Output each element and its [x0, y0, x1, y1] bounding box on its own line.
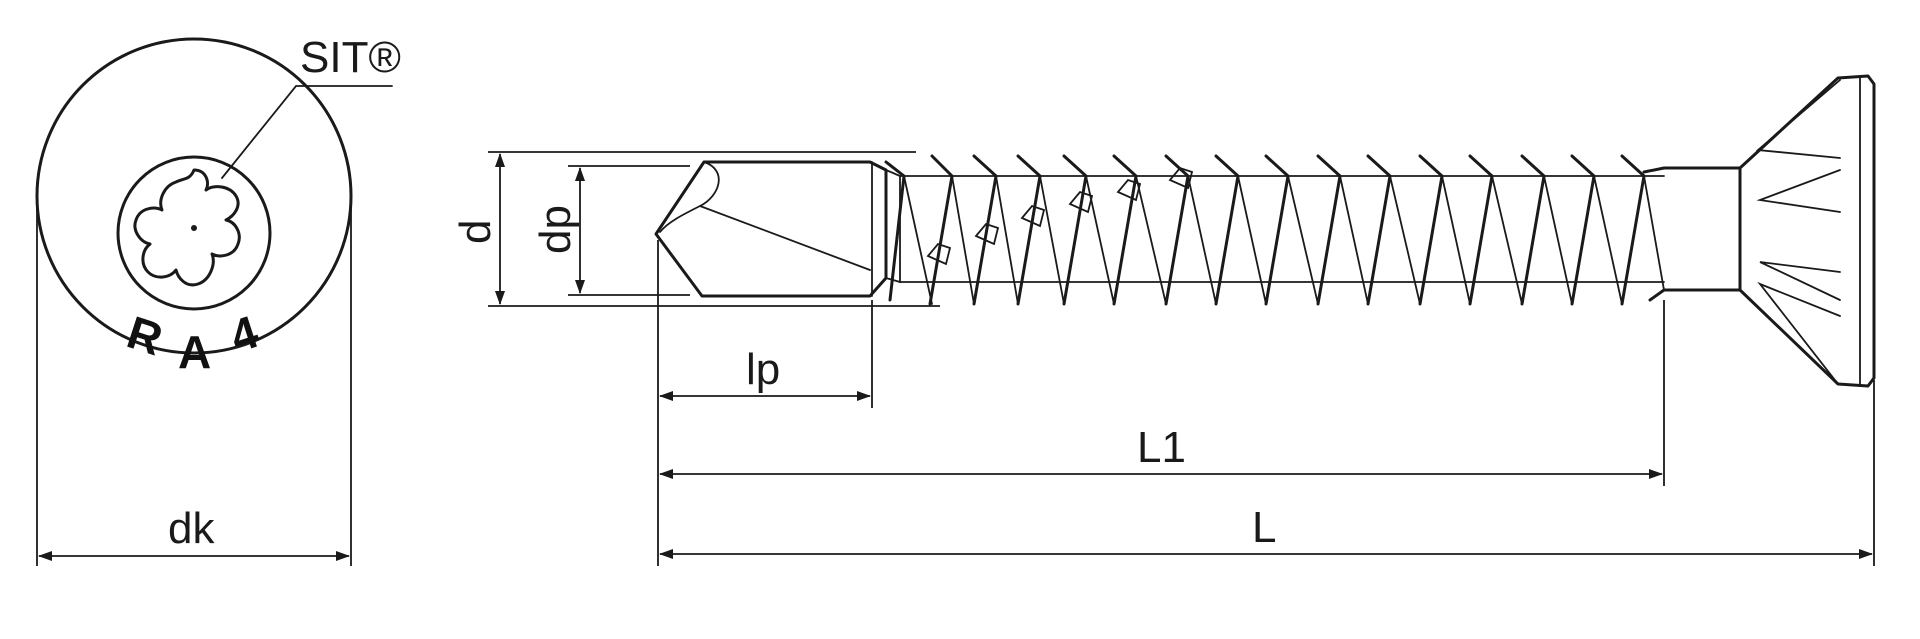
dp-label: dp — [531, 205, 580, 254]
d-label: d — [451, 220, 500, 244]
sit-drive-recess-icon — [133, 168, 241, 287]
drive-center-dot — [191, 225, 197, 231]
drill-tip — [654, 160, 888, 298]
sit-label: SIT® — [300, 33, 401, 82]
head-marking-a: A — [178, 326, 211, 378]
head-outer-circle — [35, 37, 353, 355]
l-label: L — [1252, 503, 1276, 552]
countersunk-head — [1738, 74, 1876, 388]
dk-label: dk — [168, 504, 215, 553]
drive-recess-circle — [116, 155, 272, 311]
screw-side-view — [654, 74, 1876, 388]
dimensions: d dp lp L1 L — [451, 151, 1875, 566]
rib-notches — [926, 166, 1194, 266]
sit-leader-line — [221, 85, 393, 179]
head-marking-r: R — [121, 306, 169, 366]
head-marking-4: 4 — [224, 305, 265, 362]
thread-flanks — [903, 175, 1665, 305]
head-top-view: SIT® R A 4 dk — [35, 33, 401, 566]
screw-neck — [1642, 166, 1742, 302]
lp-label: lp — [746, 345, 780, 394]
l1-label: L1 — [1137, 423, 1186, 472]
